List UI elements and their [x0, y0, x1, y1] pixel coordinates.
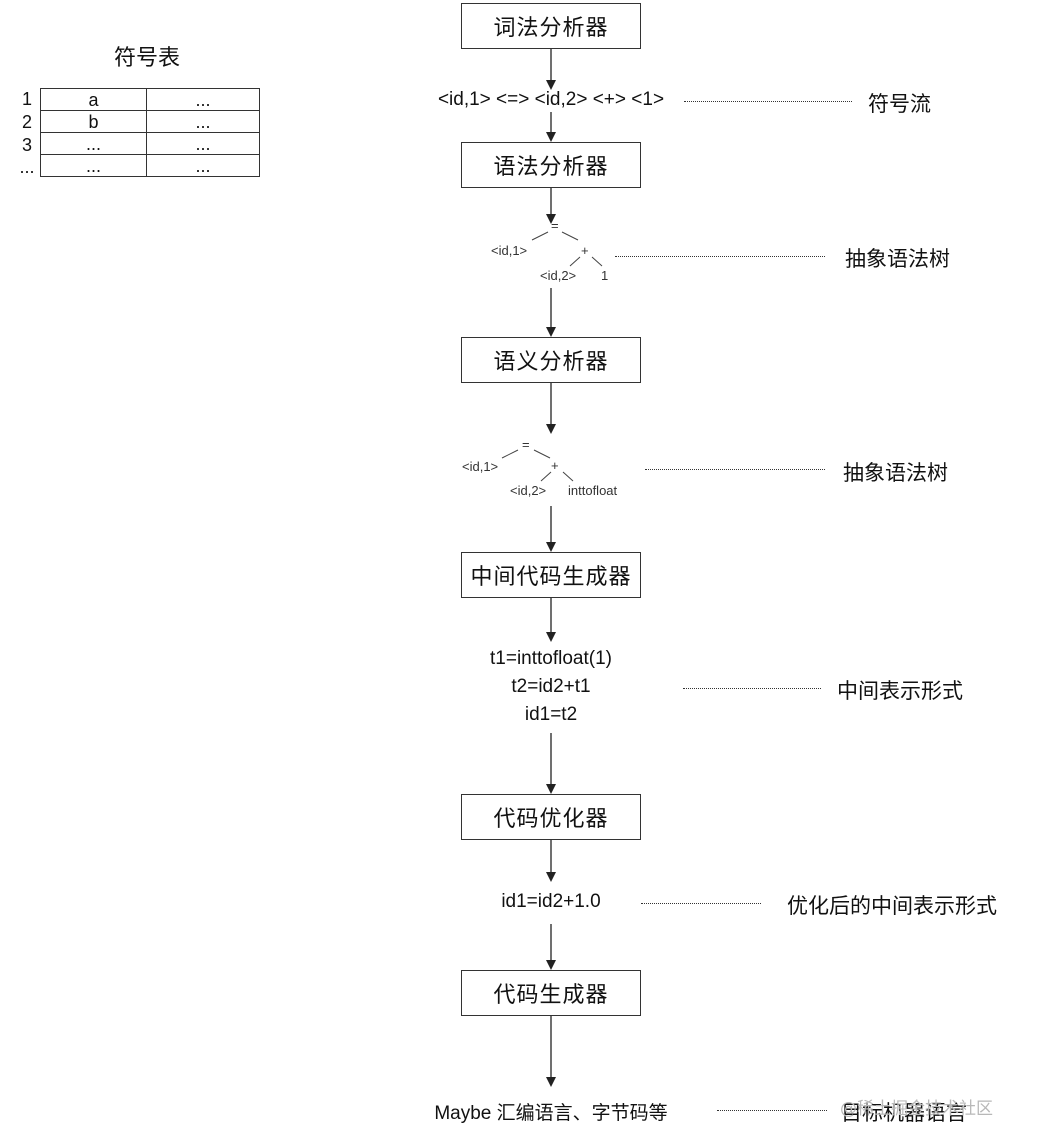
target-code-text: Maybe 汇编语言、字节码等	[434, 1103, 668, 1124]
ir-line-3: id1=t2	[524, 704, 578, 725]
watermark-text: @稀土掘金技术社区	[840, 1099, 993, 1119]
symbol-info-cell: ...	[146, 88, 260, 111]
tree2-edge-root-plus	[533, 449, 551, 459]
tree1-plus-left-node: <id,2>	[540, 268, 577, 283]
ir-line-2: t2=id2+t1	[511, 676, 591, 697]
symbol-name-cell: a	[40, 88, 147, 111]
optimized-ir-leader	[641, 903, 761, 904]
target-leader	[717, 1110, 827, 1111]
tree2-root-node: =	[522, 437, 530, 452]
tree1-edge-root-left	[531, 231, 549, 241]
tree1-plus-right-node: 1	[601, 268, 609, 283]
symbol-name-cell: ...	[40, 132, 147, 155]
symbol-table-title: 符号表	[114, 46, 181, 71]
tree2-plus-left-node: <id,2>	[510, 483, 547, 498]
ir-line-1: t1=inttofloat(1)	[490, 648, 612, 669]
tree1-edge-plus-left	[569, 256, 581, 267]
tree2-edge-root-left	[501, 449, 519, 459]
ir-label: 中间表示形式	[837, 679, 963, 703]
token-stream-text: <id,1> <=> <id,2> <+> <1>	[437, 89, 665, 110]
table-row: ... ...	[40, 154, 260, 177]
optimizer-box: 代码优化器	[461, 794, 641, 840]
tree2-plus-right-node: inttofloat	[568, 483, 618, 498]
ast1-label: 抽象语法树	[845, 247, 950, 271]
ast2-label: 抽象语法树	[843, 461, 948, 485]
tree1-plus-node: +	[581, 243, 589, 258]
target-label: 目标机器语言	[841, 1101, 967, 1125]
ir-generator-box: 中间代码生成器	[461, 552, 641, 598]
symbol-row-index: 1	[21, 89, 32, 109]
symbol-table: a ... b ... ... ... ... ...	[40, 88, 260, 177]
symbol-info-cell: ...	[146, 132, 260, 155]
semantic-analyzer-box: 语义分析器	[461, 337, 641, 383]
symbol-row-index: 3	[21, 135, 32, 155]
optimized-ir-label: 优化后的中间表示形式	[787, 894, 997, 918]
symbol-info-cell: ...	[146, 154, 260, 177]
ast1-leader	[615, 256, 825, 257]
symbol-row-index: 2	[21, 112, 32, 132]
optimized-ir-text: id1=id2+1.0	[501, 891, 601, 912]
ast2-leader	[645, 469, 825, 470]
symbol-info-cell: ...	[146, 110, 260, 133]
table-row: a ...	[40, 88, 260, 111]
table-row: ... ...	[40, 132, 260, 155]
token-stream-leader	[684, 101, 852, 102]
parser-box: 语法分析器	[461, 142, 641, 188]
symbol-name-cell: ...	[40, 154, 147, 177]
table-row: b ...	[40, 110, 260, 133]
tree1-edge-root-plus	[561, 231, 579, 241]
tree2-edge-plus-left	[540, 471, 552, 482]
tree2-left-node: <id,1>	[462, 459, 499, 474]
lexer-box: 词法分析器	[461, 3, 641, 49]
symbol-row-index: ...	[19, 157, 35, 177]
tree1-left-node: <id,1>	[491, 243, 528, 258]
token-stream-label: 符号流	[868, 92, 931, 116]
tree2-edge-plus-right	[562, 471, 574, 482]
tree1-root-node: =	[551, 218, 559, 233]
symbol-name-cell: b	[40, 110, 147, 133]
ir-leader	[683, 688, 821, 689]
tree2-plus-node: +	[551, 458, 559, 473]
tree1-edge-plus-right	[591, 256, 603, 267]
code-generator-box: 代码生成器	[461, 970, 641, 1016]
